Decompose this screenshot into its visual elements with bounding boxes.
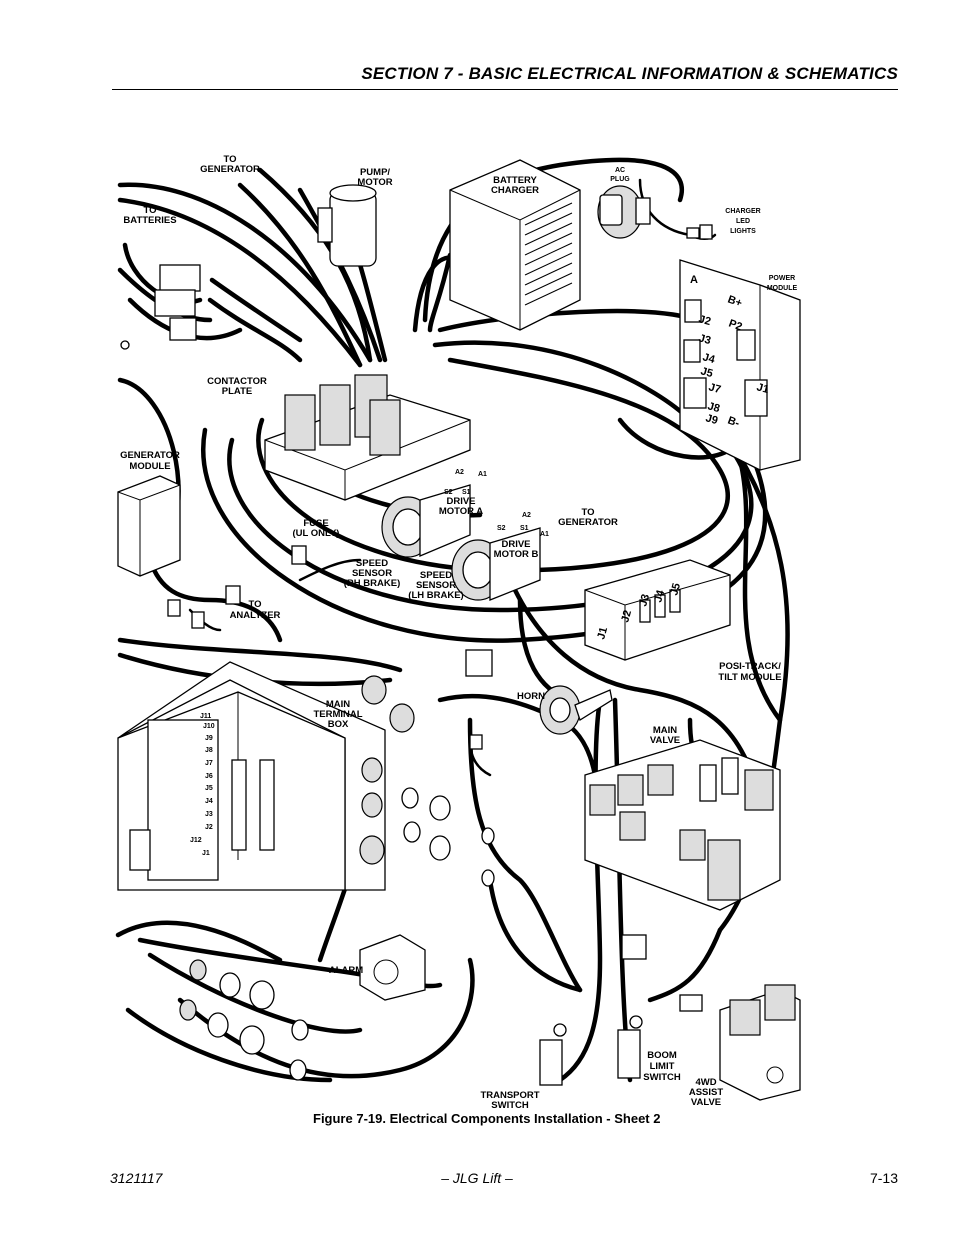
boom-limit-switch	[617, 1015, 643, 1079]
lower-left-connectors	[179, 959, 309, 1081]
posi-track-pin-labels: J1 J2 J3 J4 J5	[595, 582, 683, 641]
terminal-s1-b: S1	[520, 525, 529, 532]
pin-j8: J8	[706, 400, 721, 415]
battery-charger	[449, 159, 581, 331]
terminal-a2-a: A2	[455, 469, 464, 476]
cable-grommets	[359, 675, 495, 887]
alarm	[359, 934, 426, 1001]
posi-pin-j1: J1	[595, 626, 610, 641]
fwd-assist-valve	[719, 984, 801, 1101]
terminal-s2-a: S2	[444, 489, 453, 496]
footer-page-number: 7-13	[869, 1170, 898, 1186]
tb-pin-j7: J7	[205, 760, 213, 767]
figure-caption: Figure 7-19. Electrical Components Insta…	[313, 1111, 661, 1126]
power-module	[679, 259, 801, 471]
pin-j1: J1	[755, 381, 770, 396]
pin-j2: J2	[697, 313, 712, 328]
label-pump-motor: PUMP/MOTOR	[357, 167, 392, 188]
tb-pin-j6: J6	[205, 773, 213, 780]
charger-vents	[524, 202, 573, 306]
transport-switch	[539, 1023, 567, 1086]
horn	[539, 685, 613, 735]
terminal-s2-b: S2	[497, 525, 506, 532]
posi-pin-j2: J2	[619, 609, 634, 624]
terminal-s1-a: S1	[462, 489, 471, 496]
tb-pin-j5: J5	[205, 785, 213, 792]
main-valve	[584, 739, 781, 911]
terminal-a2-b: A2	[522, 512, 531, 519]
tb-pin-j8: J8	[205, 747, 213, 754]
motor-terminal-labels: A2 A1 S2 S1 A2 A1 S2 S1	[444, 469, 549, 538]
battery-connectors	[120, 264, 201, 350]
terminal-box-pin-labels: J11 J10 J9 J8 J7 J6 J5 J4 J3 J2 J12 J1	[190, 713, 215, 857]
charger-led-connector	[686, 224, 713, 240]
footer-center: – JLG Lift –	[441, 1170, 513, 1186]
pin-p2: P2	[727, 318, 744, 334]
terminal-a1-a: A1	[478, 471, 487, 478]
pin-a: A	[690, 274, 698, 286]
tb-pin-j1: J1	[202, 850, 210, 857]
posi-track-module	[584, 559, 731, 661]
tb-pin-j10: J10	[203, 723, 215, 730]
pin-j7: J7	[707, 381, 722, 396]
generator-module	[117, 475, 181, 577]
posi-pin-j3: J3	[637, 593, 652, 608]
pin-j9: J9	[704, 412, 719, 427]
contactor-plate	[264, 374, 471, 501]
section-title: SECTION 7 - BASIC ELECTRICAL INFORMATION…	[361, 64, 898, 83]
tb-pin-j11: J11	[200, 713, 211, 720]
analyzer-connectors	[167, 585, 241, 629]
label-posi-track: POSI-TRACK/TILT MODULE	[718, 661, 781, 683]
tb-pin-j12: J12	[190, 837, 202, 844]
posi-pin-j4: J4	[652, 588, 667, 604]
pin-b-plus: B+	[726, 294, 744, 310]
tb-pin-j9: J9	[205, 735, 213, 742]
drive-motor-b	[451, 527, 541, 601]
tb-pin-j4: J4	[205, 798, 213, 805]
pin-j4: J4	[701, 351, 717, 366]
power-module-pin-labels: A B+ J2 P2 J3 J4 J5 J7 J1 J8 J9 B-	[690, 274, 770, 430]
pump-motor	[317, 184, 377, 267]
terminal-a1-b: A1	[540, 531, 549, 538]
plug-connectors	[465, 649, 703, 1012]
pin-j3: J3	[697, 332, 712, 347]
drive-motor-a	[381, 484, 471, 558]
fuse	[291, 545, 307, 565]
footer-doc-number: 3121117	[110, 1170, 163, 1186]
pin-b-minus: B-	[726, 415, 741, 430]
label-horn: HORN	[517, 691, 545, 702]
main-terminal-box	[117, 661, 386, 891]
posi-pin-j5: J5	[668, 582, 683, 597]
header-rule	[112, 89, 898, 90]
label-fuse: FUSE(UL ONLY)	[293, 518, 340, 539]
tb-pin-j2: J2	[205, 824, 213, 831]
label-alarm: ALARM	[329, 965, 363, 976]
ac-plug	[597, 185, 651, 239]
tb-pin-j3: J3	[205, 811, 213, 818]
pin-j5: J5	[699, 365, 714, 380]
